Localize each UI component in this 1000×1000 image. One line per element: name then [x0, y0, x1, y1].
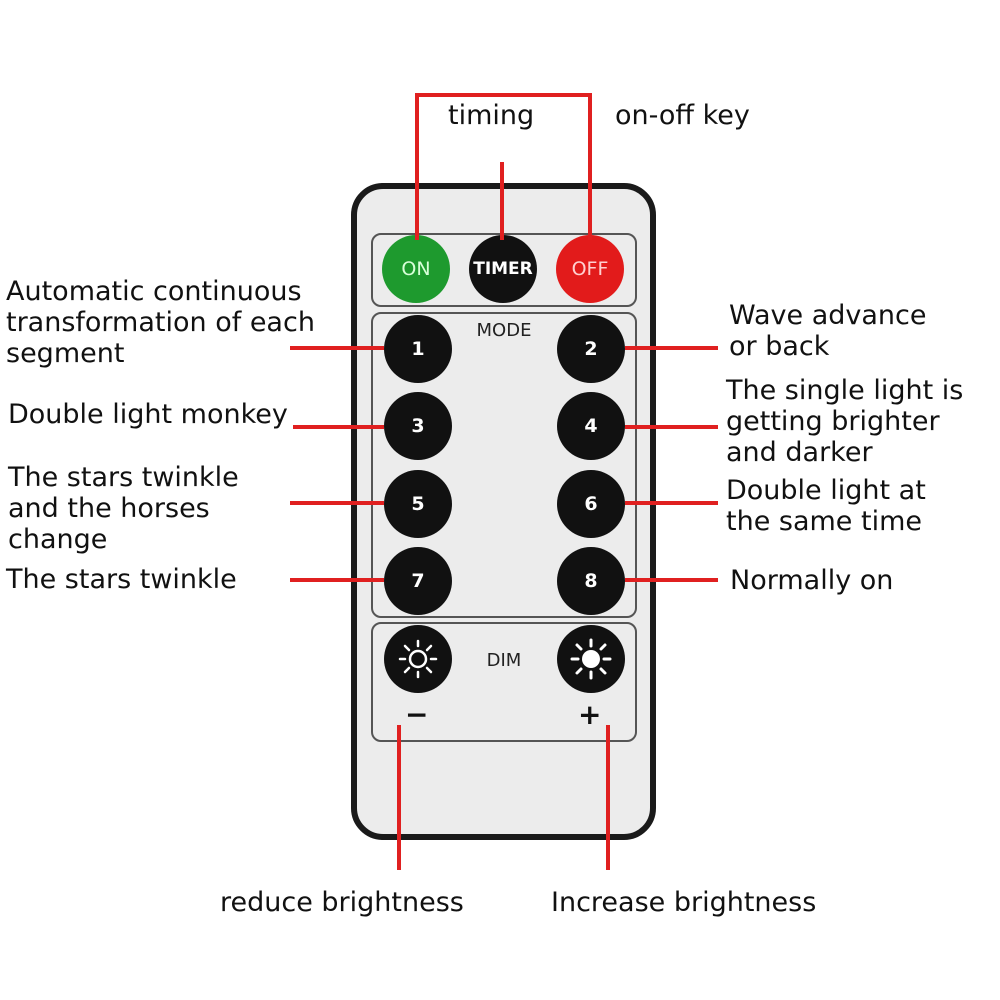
callout-line-on — [415, 93, 592, 240]
mode-button-3[interactable]: 3 — [384, 392, 452, 460]
mode-8-description: Normally on — [730, 565, 894, 596]
timing-label: timing — [448, 100, 535, 131]
dim-panel — [371, 622, 637, 742]
mode-4-description: The single light is getting brighter and… — [726, 375, 964, 468]
reduce-brightness-label: reduce brightness — [220, 887, 464, 918]
mode-1-description: Automatic continuous transformation of e… — [6, 276, 315, 369]
sun-filled-icon — [570, 638, 612, 680]
dim-down-button[interactable] — [384, 625, 452, 693]
mode-button-8[interactable]: 8 — [557, 547, 625, 615]
mode-button-7[interactable]: 7 — [384, 547, 452, 615]
on-off-key-label: on-off key — [615, 100, 750, 131]
plus-sign: + — [578, 698, 602, 731]
mode-button-4[interactable]: 4 — [557, 392, 625, 460]
timer-button[interactable]: TIMER — [469, 235, 537, 303]
mode-5-description: The stars twinkle and the horses change — [8, 462, 239, 555]
increase-brightness-label: Increase brightness — [551, 887, 817, 918]
dim-up-button[interactable] — [557, 625, 625, 693]
minus-sign: − — [405, 698, 429, 731]
mode-button-5[interactable]: 5 — [384, 470, 452, 538]
mode-6-description: Double light at the same time — [726, 475, 926, 537]
on-button[interactable]: ON — [382, 235, 450, 303]
mode-button-2[interactable]: 2 — [557, 315, 625, 383]
mode-7-description: The stars twinkle — [6, 564, 237, 595]
mode-3-description: Double light monkey — [8, 399, 288, 430]
mode-2-description: Wave advance or back — [729, 300, 927, 362]
mode-button-1[interactable]: 1 — [384, 315, 452, 383]
sun-outline-icon — [398, 639, 438, 679]
mode-panel — [371, 312, 637, 618]
dim-label: DIM — [486, 650, 522, 671]
mode-button-6[interactable]: 6 — [557, 470, 625, 538]
off-button[interactable]: OFF — [556, 235, 624, 303]
mode-label: MODE — [476, 320, 532, 341]
